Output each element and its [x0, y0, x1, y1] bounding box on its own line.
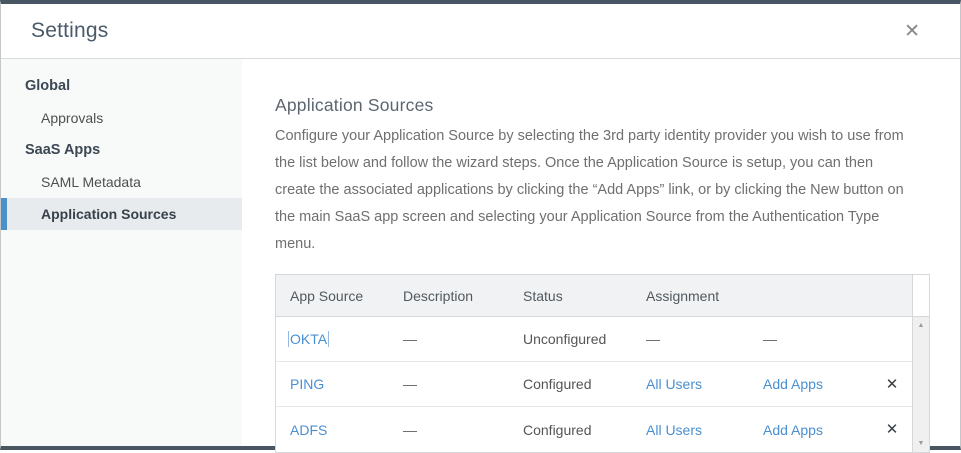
sidebar-section-saas-apps: SaaS Apps	[25, 142, 101, 158]
sidebar-item-saml-metadata[interactable]: SAML Metadata	[41, 174, 141, 190]
remove-icon: ✕	[885, 375, 899, 393]
table-header-row: App Source Description Status Assignment	[276, 275, 912, 317]
scroll-up-icon[interactable]: ▲	[913, 322, 929, 329]
sidebar-section-global: Global	[25, 78, 71, 94]
remove-row-button[interactable]: ✕	[882, 420, 903, 439]
remove-icon: ✕	[885, 421, 899, 438]
app-sources-table: App Source Description Status Assignment…	[275, 274, 930, 453]
status-value: Configured	[523, 421, 592, 438]
status-value: Configured	[523, 376, 592, 392]
description-value: —	[403, 331, 417, 347]
assignment-value: —	[646, 331, 660, 347]
action-value: —	[763, 331, 777, 347]
dialog-header: Settings ✕	[1, 4, 960, 59]
column-header-status: Status	[523, 287, 563, 304]
sidebar-item-application-sources[interactable]: Application Sources	[1, 198, 242, 230]
table-row-ping: PING — Configured All Users Add Apps ✕	[276, 362, 912, 407]
scroll-down-icon[interactable]: ▼	[913, 440, 929, 447]
status-value: Unconfigured	[523, 331, 607, 347]
add-apps-link[interactable]: Add Apps	[763, 376, 823, 392]
assignment-link-all-users[interactable]: All Users	[646, 376, 703, 392]
scrollbar-track[interactable]: ▲ ▼	[913, 317, 929, 452]
table-row-adfs: ADFS — Configured All Users Add Apps ✕	[276, 407, 912, 452]
app-source-link-adfs[interactable]: ADFS	[290, 421, 328, 438]
close-icon: ✕	[904, 20, 920, 42]
settings-sidebar: Global Approvals SaaS Apps SAML Metadata…	[1, 59, 242, 446]
description-value: —	[403, 376, 417, 392]
column-header-app-source: App Source	[290, 287, 364, 304]
column-header-description: Description	[403, 287, 474, 304]
dialog-close-button[interactable]: ✕	[900, 20, 924, 43]
table-scrollbar[interactable]: ▲ ▼	[912, 275, 929, 452]
app-source-link-okta[interactable]: OKTA	[287, 331, 330, 347]
content-description: Configure your Application Source by sel…	[275, 128, 904, 252]
column-header-assignment: Assignment	[646, 287, 720, 304]
assignment-link-all-users[interactable]: All Users	[646, 421, 703, 438]
content-heading: Application Sources	[275, 95, 434, 115]
description-value: —	[403, 421, 417, 438]
dialog-title: Settings	[31, 19, 109, 42]
app-source-link-ping[interactable]: PING	[290, 376, 325, 392]
add-apps-link[interactable]: Add Apps	[763, 421, 823, 438]
sidebar-item-approvals[interactable]: Approvals	[41, 110, 104, 126]
remove-row-button[interactable]: ✕	[882, 375, 903, 394]
table-main: App Source Description Status Assignment…	[276, 275, 912, 452]
scrollbar-header-spacer	[913, 275, 929, 317]
main-content: Application Sources Configure your Appli…	[242, 59, 960, 453]
table-row-okta: OKTA — Unconfigured — —	[276, 317, 912, 362]
dialog-body: Global Approvals SaaS Apps SAML Metadata…	[1, 59, 960, 453]
